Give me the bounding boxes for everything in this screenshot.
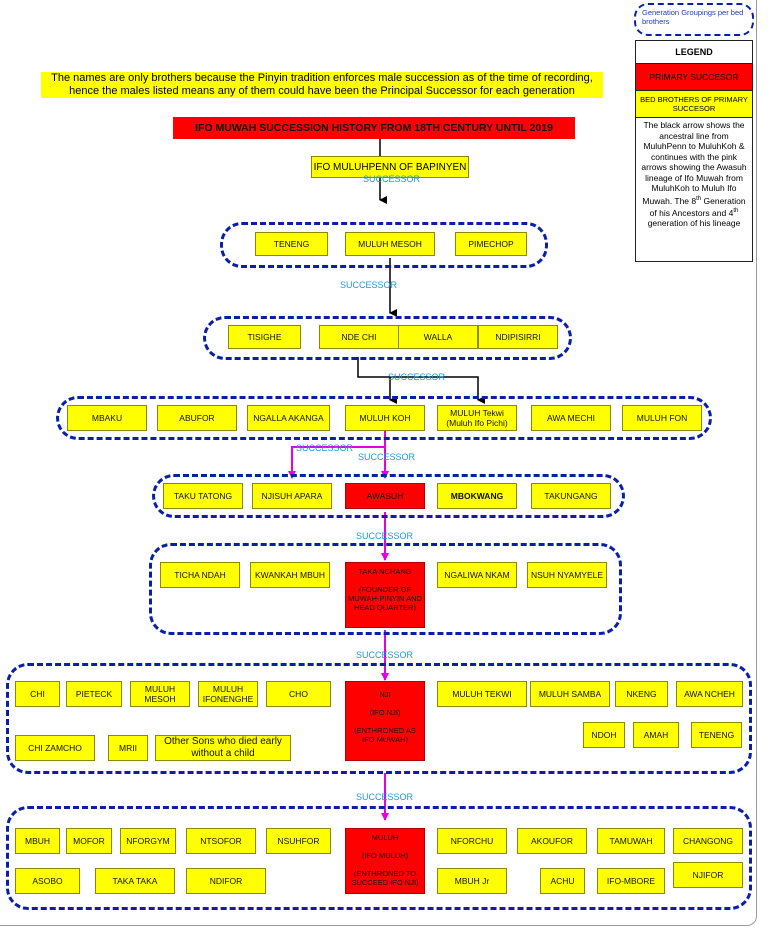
person-box: NDIFOR (186, 868, 266, 894)
person-box: NJISUH APARA (252, 483, 332, 509)
person-box: TAKU TATONG (163, 483, 243, 509)
person-box: CHO (266, 681, 331, 707)
successor-label: SUCCESSOR (356, 650, 414, 660)
person-box: CHANGONG (673, 828, 743, 854)
person-box: PIETECK (66, 681, 122, 707)
root-ancestor: IFO MULUHPENN OF BAPINYEN (311, 156, 469, 178)
person-box: CHI (15, 681, 60, 707)
person-box: MULUH FON (622, 405, 702, 431)
person-box: NTSOFOR (186, 828, 256, 854)
person-box: MULUH KOH (345, 405, 425, 431)
person-box: Other Sons who died early without a chil… (155, 735, 291, 761)
person-box: TENENG (691, 722, 742, 748)
person-box: ABUFOR (157, 405, 237, 431)
person-box: MULUH MESOH (345, 232, 435, 256)
person-box: ACHU (540, 868, 585, 894)
person-box: MRII (108, 735, 148, 761)
person-box: NGALLA AKANGA (247, 405, 330, 431)
legend-bed-brothers: BED BROTHERS OF PRIMARY SUCCESOR (636, 91, 752, 118)
person-box: TISIGHE (228, 325, 301, 349)
person-box: MBUH Jr (437, 868, 507, 894)
person-box: IFO-MBORE (597, 868, 665, 894)
person-box: NDIPISIRRI (478, 325, 558, 349)
generation-grouping-key: Generation Groupings per bed brothers (634, 3, 754, 36)
person-box: MULUH MESOH (130, 681, 190, 707)
person-box: NFORCHU (437, 828, 507, 854)
legend-primary: PRIMARY SUCCESOR (636, 64, 752, 91)
primary-successor-box: MULUH (IFO MULUH) (ENTHRONED TO SUCCEED … (345, 828, 425, 894)
person-box: PIMECHOP (455, 232, 527, 256)
primary-successor-box: TAKA NCHANG (FOUNDER OF MUWAH-PINYIN AND… (345, 562, 425, 628)
person-box: ASOBO (15, 868, 80, 894)
chart-title: IFO MUWAH SUCCESSION HISTORY FROM 18TH C… (173, 117, 575, 139)
person-box: TICHA NDAH (160, 562, 240, 588)
generation-group-1 (220, 222, 548, 268)
generation-group-4 (152, 474, 625, 518)
generation-group-7 (6, 806, 752, 910)
black-arrow-gen2 (357, 357, 485, 404)
person-box: AKOUFOR (517, 828, 587, 854)
successor-label: SUCCESSOR (340, 280, 398, 290)
person-box: MBAKU (67, 405, 147, 431)
person-box: NKENG (615, 681, 668, 707)
person-box: MOFOR (66, 828, 112, 854)
generation-group-3 (56, 396, 712, 440)
person-box: TAKUNGANG (531, 483, 611, 509)
person-box: TAKA TAKA (95, 868, 175, 894)
person-box: NFORGYM (120, 828, 176, 854)
person-box: WALLA (398, 325, 478, 349)
successor-label: SUCCESSOR (356, 531, 414, 541)
generation-group-6 (6, 663, 752, 774)
person-box: NSUHFOR (266, 828, 331, 854)
person-box: NGALIWA NKAM (437, 562, 517, 588)
person-box: MULUH Tekwi (Muluh Ifo Pichi) (437, 405, 517, 431)
page-frame (0, 0, 757, 926)
person-box: KWANKAH MBUH (250, 562, 330, 588)
person-box: NDE CHI (319, 325, 399, 349)
legend-description: The black arrow shows the ancestral line… (641, 120, 747, 229)
legend-title: LEGEND (636, 41, 752, 64)
person-box: MBOKWANG (437, 483, 517, 509)
person-box: NJIFOR (673, 862, 743, 888)
primary-successor-box: NJI (IFO NJI) (ENTHRONED AS IFO MUWAH) (345, 681, 425, 761)
primary-successor-box: AWASUH (345, 483, 425, 509)
person-box: MULUH IFONENGHE (198, 681, 258, 707)
person-box: MULUH SAMBA (530, 681, 610, 707)
person-box: TAMUWAH (597, 828, 665, 854)
person-box: AWA NCHEH (676, 681, 743, 707)
successor-label: SUCCESSOR (358, 452, 416, 462)
successor-label: SUCCESSOR (356, 792, 414, 802)
person-box: MBUH (15, 828, 60, 854)
person-box: AWA MECHI (531, 405, 611, 431)
person-box: NSUH NYAMYELE (527, 562, 607, 588)
succession-note: The names are only brothers because the … (41, 72, 603, 98)
successor-label: SUCCESSOR (363, 174, 421, 184)
person-box: TENENG (255, 232, 328, 256)
successor-label: SUCCESSOR (388, 372, 446, 382)
successor-label: SUCCESSOR (296, 443, 354, 453)
person-box: MULUH TEKWI (437, 681, 527, 707)
person-box: NDOH (583, 722, 625, 748)
generation-group-5 (149, 543, 622, 635)
legend: LEGEND PRIMARY SUCCESOR BED BROTHERS OF … (635, 40, 753, 262)
generation-group-2 (203, 316, 572, 360)
person-box: AMAH (633, 722, 679, 748)
person-box: CHI ZAMCHO (15, 735, 95, 761)
